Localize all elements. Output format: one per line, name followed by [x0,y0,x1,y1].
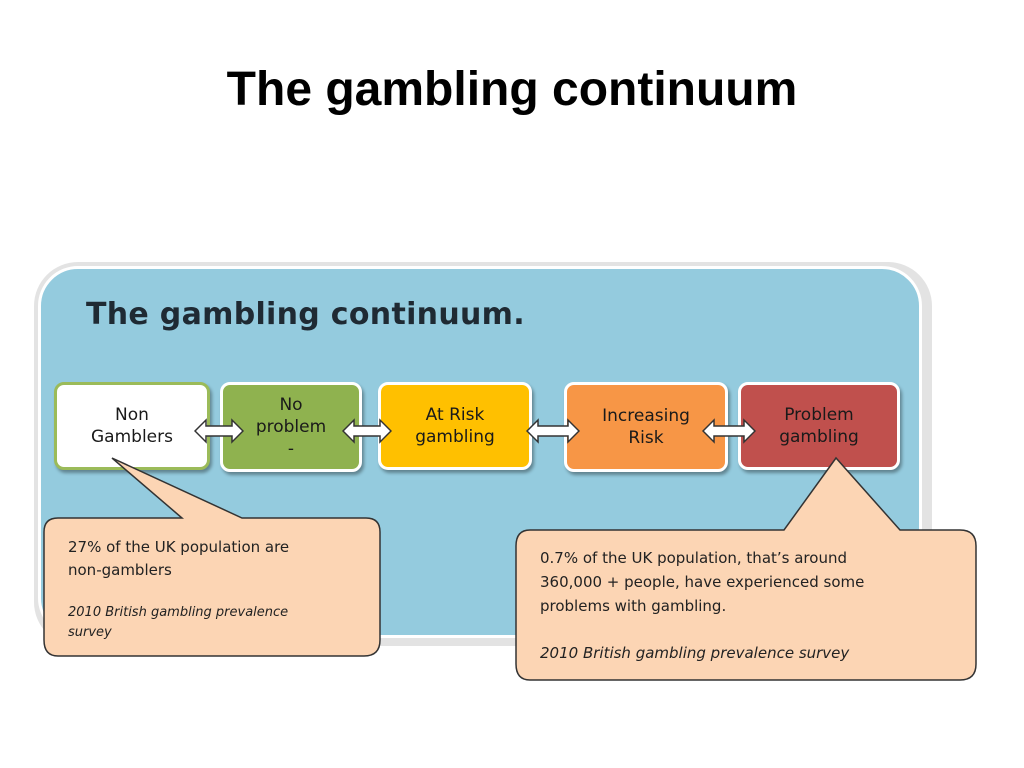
callout-right-source: 2010 British gambling prevalence survey [540,644,850,662]
callout-left-source1: 2010 British gambling prevalence [68,605,288,620]
callout-right-line3: problems with gambling. [540,597,726,615]
double-arrow-icon [342,418,392,444]
double-arrow-icon [194,418,244,444]
stage-increasing-risk: Increasing Risk [564,382,728,472]
callout-left-source2: survey [68,625,112,640]
callout-right-line1: 0.7% of the UK population, that’s around [540,549,847,567]
stage-non-gamblers: Non Gamblers [54,382,210,470]
stage-at-risk: At Risk gambling [378,382,532,470]
slide-title: The gambling continuum [226,63,798,116]
double-arrow-icon [526,418,580,444]
double-arrow-icon [702,418,756,444]
callout-right-line2: 360,000 + people, have experienced some [540,573,864,591]
panel-heading: The gambling continuum. [86,297,525,332]
callout-left-line2: non-gamblers [68,561,172,579]
callout-left-line1: 27% of the UK population are [68,538,289,556]
stage-problem-gambling: Problem gambling [738,382,900,470]
